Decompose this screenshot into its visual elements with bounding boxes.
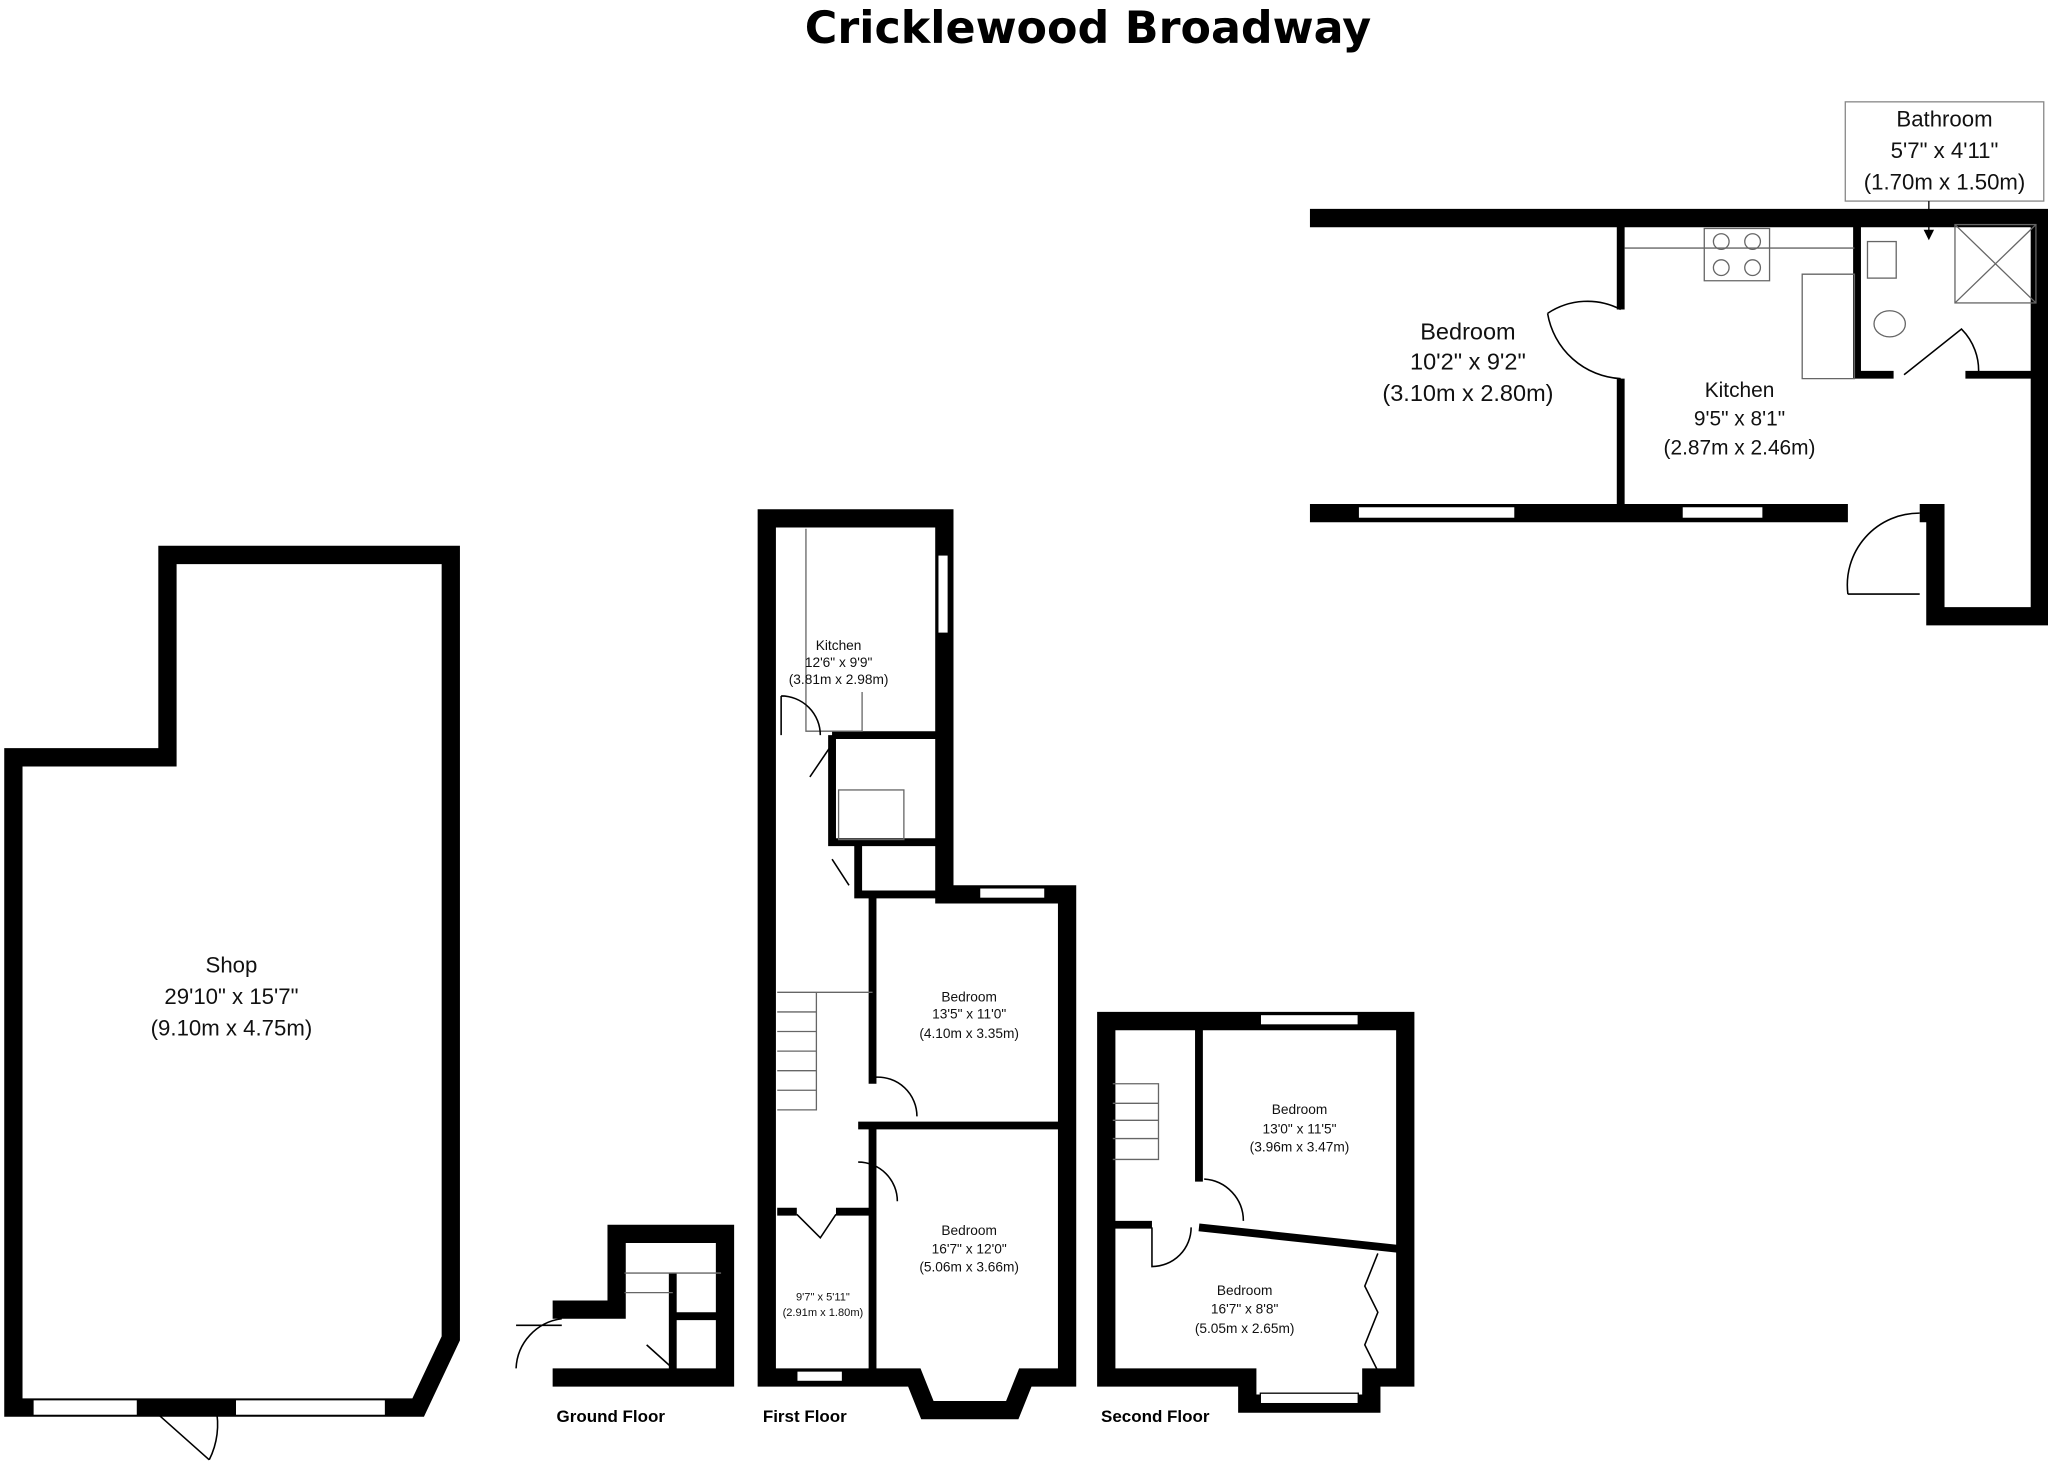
annex-bedroom-name: Bedroom [1420, 318, 1515, 344]
second-floor-plan: Bedroom 13'0" x 11'5" (3.96m x 3.47m) Be… [1097, 1011, 1415, 1426]
annex-bedroom-imperial: 10'2" x 9'2" [1410, 349, 1526, 375]
shop-name: Shop [206, 953, 258, 978]
first-bedroom1-name: Bedroom [941, 989, 997, 1004]
first-bedroom2-name: Bedroom [941, 1223, 997, 1238]
second-bedroom1-name: Bedroom [1272, 1102, 1328, 1117]
bathroom-callout [1844, 101, 2045, 202]
plan-title: Cricklewood Broadway [805, 3, 1371, 54]
second-bedroom1-imperial: 13'0" x 11'5" [1262, 1121, 1336, 1136]
second-bedroom2-metric: (5.05m x 2.65m) [1195, 1321, 1295, 1336]
first-floor-label: First Floor [763, 1407, 847, 1426]
second-bedroom1-metric: (3.96m x 3.47m) [1250, 1140, 1350, 1155]
shop-floor-plan: Shop 29'10" x 15'7" (9.10m x 4.75m) [4, 545, 460, 1461]
ground-floor-label: Ground Floor [557, 1407, 666, 1426]
ground-floor-plan: Ground Floor [515, 1224, 735, 1426]
first-bedroom2-metric: (5.06m x 3.66m) [919, 1260, 1019, 1275]
first-bedroom1-metric: (4.10m x 3.35m) [919, 1026, 1019, 1041]
first-kitchen-imperial: 12'6" x 9'9" [805, 655, 873, 670]
annex-kitchen-metric: (2.87m x 2.46m) [1664, 436, 1816, 459]
annex-bathroom-name: Bathroom [1896, 107, 1992, 132]
second-bedroom2-imperial: 16'7" x 8'8" [1211, 1302, 1279, 1317]
annex-kitchen-imperial: 9'5" x 8'1" [1694, 408, 1785, 431]
second-floor-label: Second Floor [1101, 1407, 1210, 1426]
first-floor-plan: Kitchen 12'6" x 9'9" (3.81m x 2.98m) Bed… [757, 509, 1077, 1426]
shop-imperial: 29'10" x 15'7" [164, 984, 298, 1009]
first-bedroom1-imperial: 13'5" x 11'0" [932, 1006, 1006, 1021]
small-room-metric: (2.91m x 1.80m) [783, 1307, 864, 1319]
annex-bedroom-metric: (3.10m x 2.80m) [1382, 380, 1553, 406]
first-bedroom2-imperial: 16'7" x 12'0" [932, 1241, 1007, 1256]
annex-kitchen-name: Kitchen [1705, 379, 1775, 402]
annex-bathroom-metric: (1.70m x 1.50m) [1864, 169, 2026, 194]
annex-bathroom-imperial: 5'7" x 4'11" [1891, 138, 1999, 163]
second-bedroom2-name: Bedroom [1217, 1283, 1273, 1298]
first-kitchen-name: Kitchen [816, 638, 862, 653]
small-room-imperial: 9'7" x 5'11" [796, 1291, 850, 1303]
shop-metric: (9.10m x 4.75m) [151, 1015, 313, 1040]
first-kitchen-metric: (3.81m x 2.98m) [789, 672, 889, 687]
annex-floor-plan: Bedroom 10'2" x 9'2" (3.10m x 2.80m) Kit… [1309, 101, 2048, 626]
